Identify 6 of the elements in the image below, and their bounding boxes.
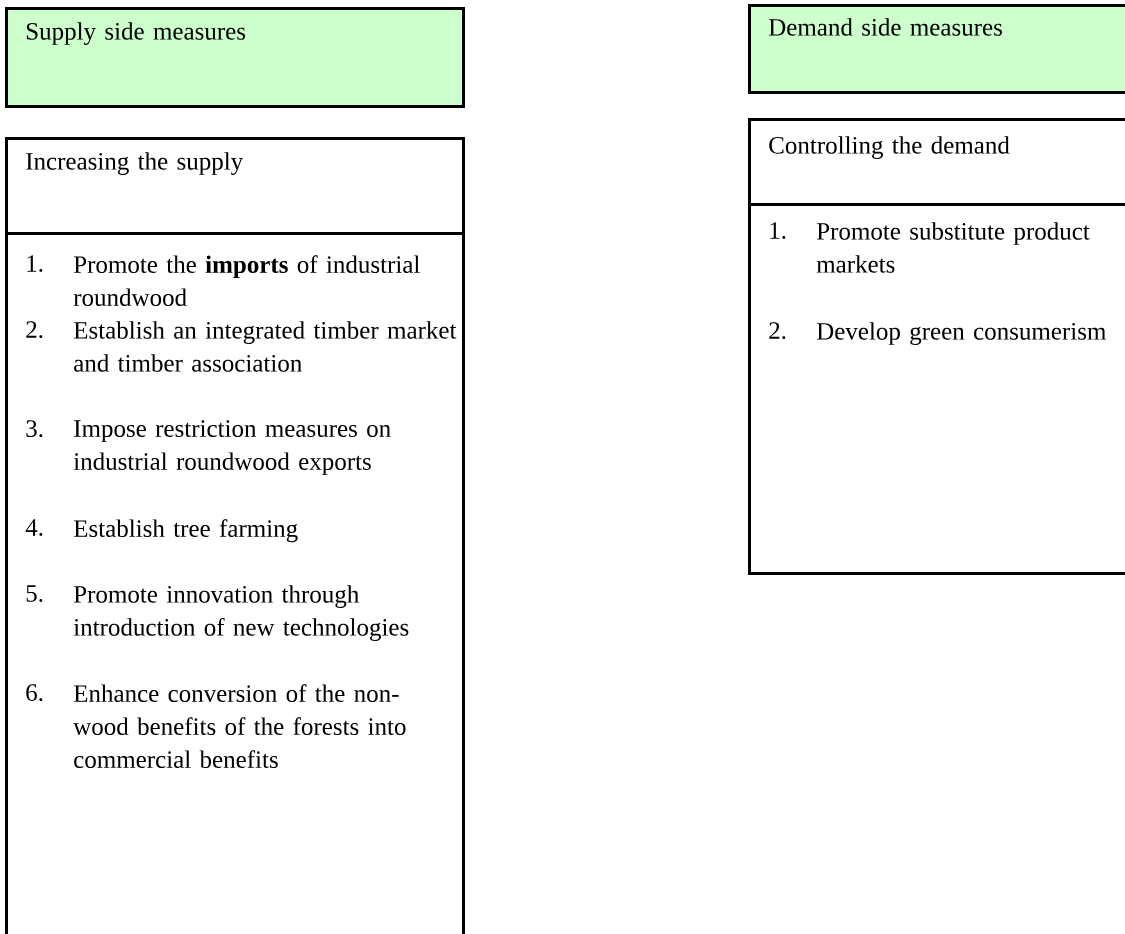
subheading-box: Controlling the demand [748, 118, 1125, 206]
heading-box: Supply side measures [5, 7, 465, 108]
list-box: 1. Promote the imports of industrial roundwood 2. Establish an integrated timber market and timber association 3. Impose restriction measures on industrial roundwood exports 4. Establish tree farming 5. Promote innovation through introduction of new technologies 6. Enhance conversion of the non-wood benefits of the forests into commercial benefits [5, 232, 465, 934]
list-box: 1. Promote substitute product markets 2. Develop green consumerism [748, 203, 1125, 575]
heading-box: Demand side measures [748, 4, 1125, 94]
subheading-box: Increasing the supply [5, 137, 465, 235]
